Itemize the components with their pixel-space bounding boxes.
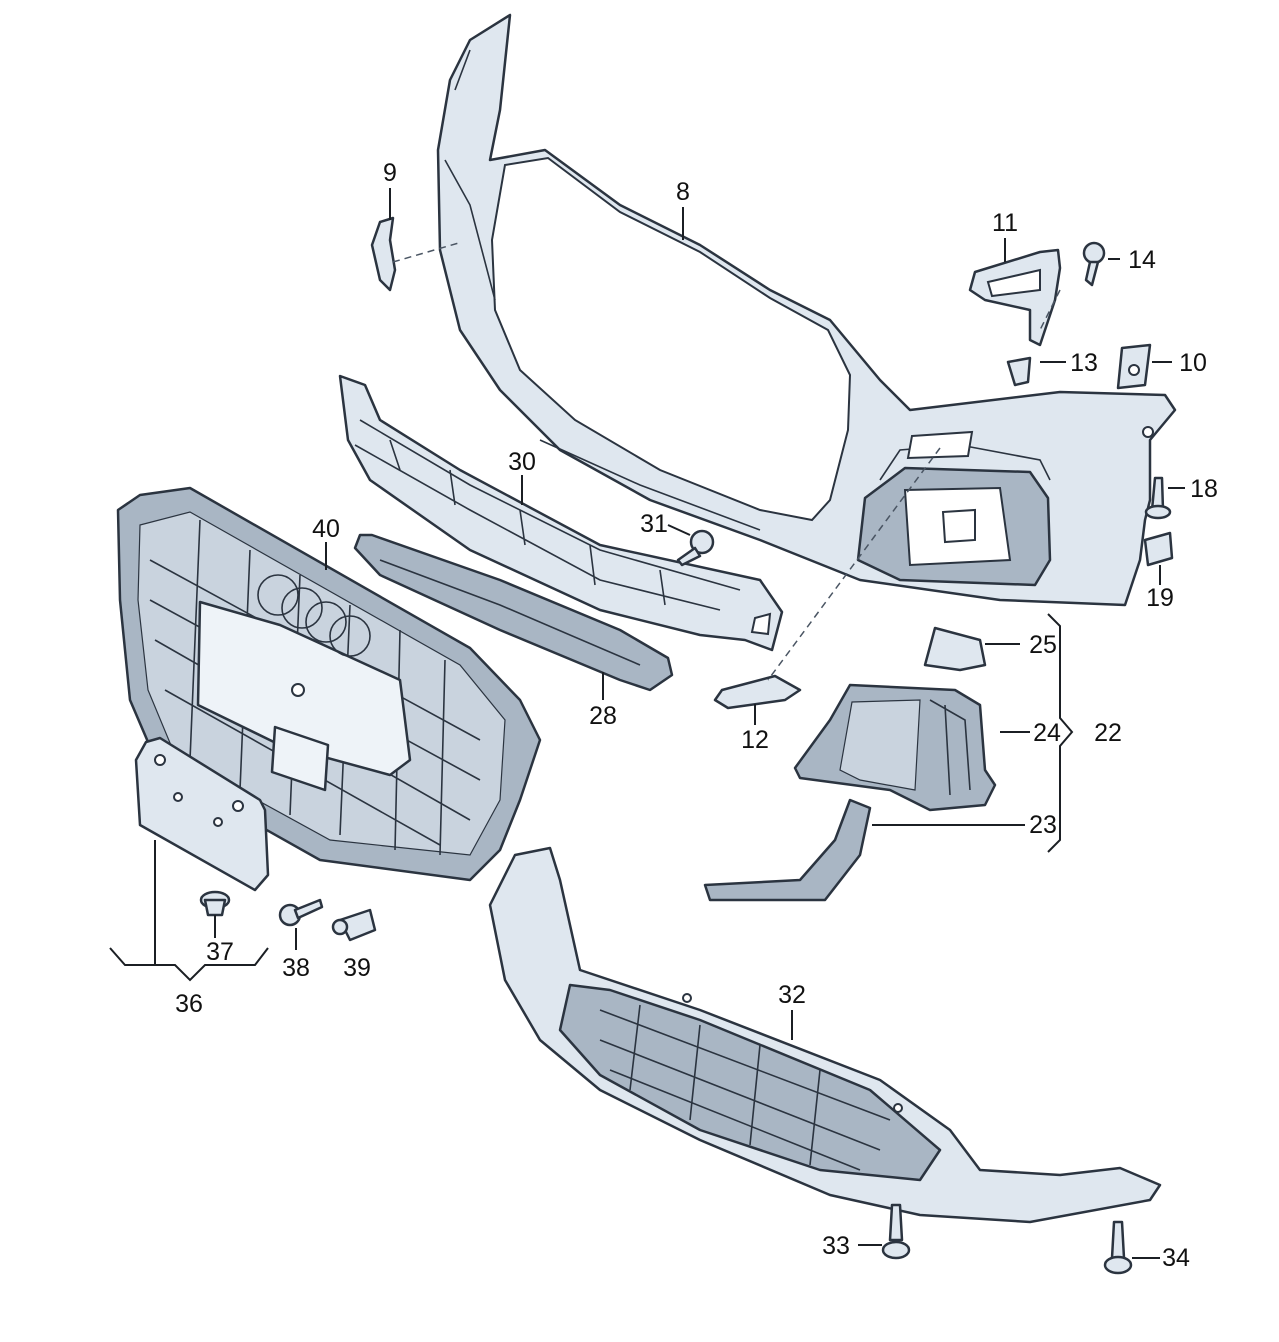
callout-11: 11 [992, 209, 1018, 237]
callout-19: 19 [1146, 584, 1174, 612]
callout-31: 31 [640, 510, 668, 538]
callout-30: 30 [508, 448, 536, 476]
alignment-lines [392, 241, 1061, 681]
callout-36: 36 [175, 990, 203, 1018]
callout-18: 18 [1190, 475, 1218, 503]
callout-37: 37 [206, 938, 234, 966]
part-23-trim [703, 798, 872, 902]
leader-lines [109, 188, 1185, 1259]
callout-40: 40 [312, 515, 340, 543]
part-37-clip [199, 890, 231, 917]
part-11-guide [968, 248, 1062, 347]
callout-24: 24 [1033, 719, 1061, 747]
callout-39: 39 [343, 954, 371, 982]
callout-32: 32 [778, 981, 806, 1009]
callout-12: 12 [741, 726, 769, 754]
part-34-screw [1103, 1220, 1133, 1275]
callout-28: 28 [589, 702, 617, 730]
part-13-clip [1006, 356, 1032, 387]
part-38-screw [278, 898, 324, 927]
part-24-side-grille [793, 683, 997, 812]
callout-23: 23 [1029, 811, 1057, 839]
part-19-nut [1143, 531, 1174, 567]
callout-8: 8 [676, 178, 690, 206]
callout-labels: 8 9 10 11 12 13 14 18 19 22 23 24 25 28 … [175, 159, 1218, 1272]
part-10-clip [1116, 343, 1152, 390]
callout-38: 38 [282, 954, 310, 982]
callout-34: 34 [1162, 1244, 1190, 1272]
part-25-bracket [923, 626, 987, 672]
callout-9: 9 [383, 159, 397, 187]
part-32-spoiler [488, 846, 1162, 1224]
part-33-screw [881, 1203, 911, 1260]
four-rings-logo [257, 574, 371, 657]
part-9-bracket [370, 216, 397, 292]
part-18-screw [1144, 476, 1172, 520]
part-8-bumper-cover [436, 13, 1177, 607]
callout-13: 13 [1070, 349, 1098, 377]
callout-10: 10 [1179, 349, 1207, 377]
part-39-clip [331, 908, 377, 942]
callout-22: 22 [1094, 719, 1122, 747]
part-31-screw [676, 529, 715, 567]
callout-33: 33 [822, 1232, 850, 1260]
part-14-screw [1082, 241, 1106, 287]
callout-25: 25 [1029, 631, 1057, 659]
part-36-plate-bracket [134, 736, 270, 892]
part-12-cap [713, 674, 802, 710]
part-30-lower-grille-bracket [338, 374, 784, 652]
callout-14: 14 [1128, 246, 1156, 274]
part-28-trim-strip [353, 533, 674, 692]
